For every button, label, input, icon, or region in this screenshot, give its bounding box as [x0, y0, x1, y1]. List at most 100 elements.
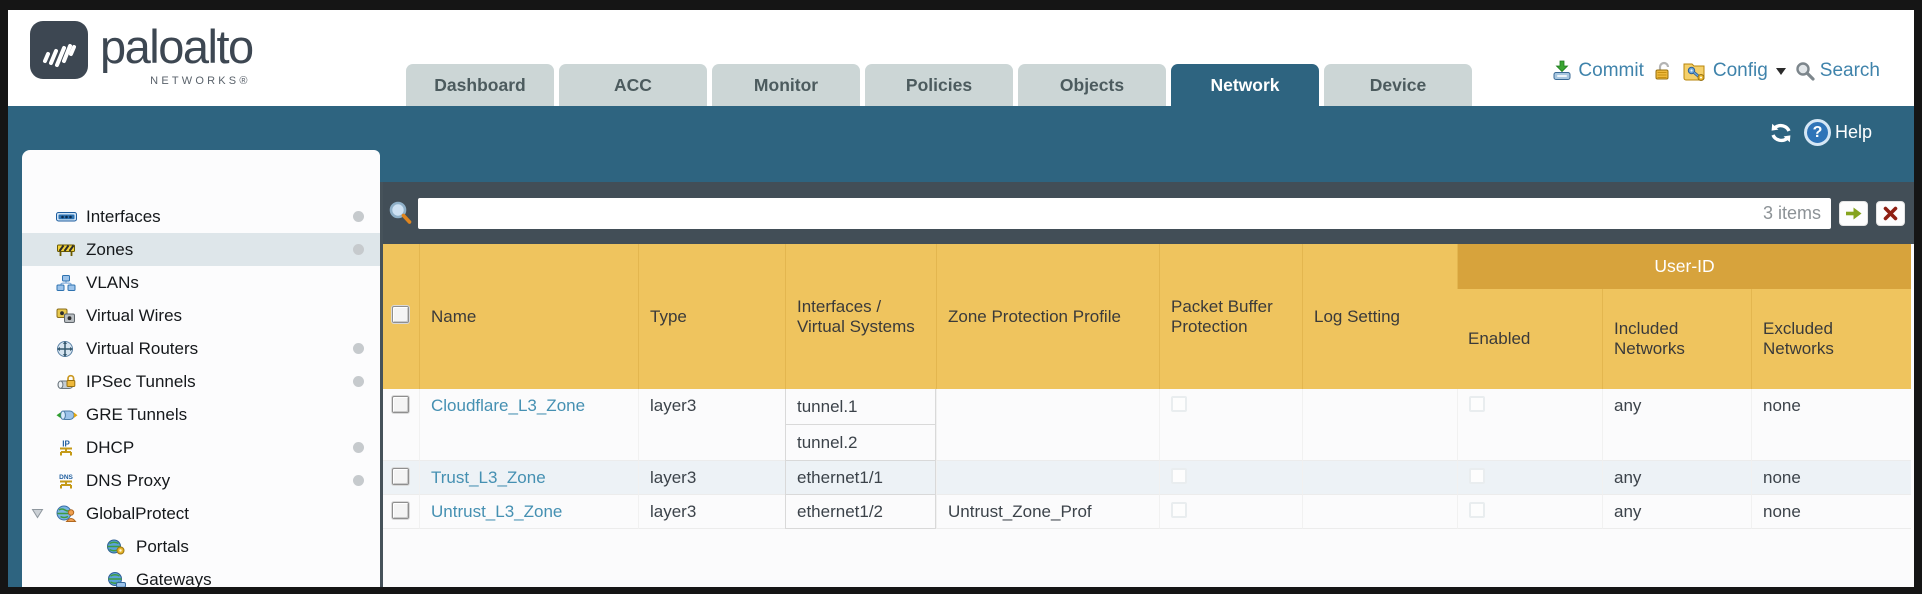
sidebar-item-virtual-wires[interactable]: Virtual Wires [22, 299, 380, 332]
interface-value: ethernet1/2 [786, 495, 935, 529]
tab-dashboard[interactable]: Dashboard [406, 64, 554, 106]
virtual-wires-icon [56, 308, 83, 324]
config-label: Config [1712, 60, 1768, 81]
select-all-cell[interactable] [383, 244, 419, 389]
help-button[interactable]: ? Help [1803, 119, 1872, 146]
column-header-packet-buffer-protection[interactable]: Packet Buffer Protection [1159, 244, 1302, 389]
expander-icon[interactable] [31, 508, 44, 519]
interface-value: tunnel.2 [786, 425, 935, 461]
select-all-checkbox[interactable] [392, 305, 409, 323]
search-label: Search [1819, 60, 1880, 81]
commit-button[interactable]: Commit [1551, 60, 1644, 82]
sidebar-item-gateways[interactable]: Gateways [22, 563, 380, 587]
sidebar-item-label: Virtual Wires [86, 305, 183, 325]
column-header-interfaces[interactable]: Interfaces / Virtual Systems [785, 244, 936, 389]
column-header-type[interactable]: Type [638, 244, 785, 389]
lock-icon[interactable] [1653, 60, 1673, 82]
tab-monitor[interactable]: Monitor [712, 64, 860, 106]
vlans-icon [56, 274, 83, 291]
svg-text:IP: IP [62, 439, 70, 448]
cell-interfaces: ethernet1/2 [785, 495, 936, 529]
search-button[interactable]: Search [1795, 60, 1880, 82]
cell-enabled [1457, 495, 1602, 529]
cell-checkbox [383, 461, 419, 495]
column-header-log-setting[interactable]: Log Setting [1302, 244, 1457, 389]
tab-policies[interactable]: Policies [865, 64, 1013, 106]
refresh-icon[interactable] [1768, 121, 1794, 145]
zone-name-link[interactable]: Trust_L3_Zone [431, 468, 546, 487]
paloalto-logo: paloalto NETWORKS® [30, 21, 254, 87]
column-header-zone-protection-profile[interactable]: Zone Protection Profile [936, 244, 1159, 389]
status-dot [353, 211, 364, 222]
globalprotect-icon [56, 505, 83, 522]
sidebar-item-vlans[interactable]: VLANs [22, 266, 380, 299]
filter-input[interactable] [418, 197, 1831, 229]
brand-networks: NETWORKS® [150, 75, 251, 87]
ipsec-tunnels-icon [56, 374, 83, 390]
zone-name-link[interactable]: Untrust_L3_Zone [431, 502, 563, 521]
sidebar-item-ipsec-tunnels[interactable]: IPSec Tunnels [22, 365, 380, 398]
cell-included-networks: any [1602, 461, 1751, 495]
sidebar-item-interfaces[interactable]: Interfaces [22, 200, 380, 233]
search-icon [1795, 61, 1815, 81]
clear-filter-button[interactable] [1876, 200, 1905, 226]
cell-zone-protection-profile: Untrust_Zone_Prof [936, 495, 1159, 529]
network-sidebar: Interfaces Zones VLANs [22, 150, 380, 587]
gre-tunnels-icon [56, 407, 83, 423]
sidebar-item-label: IPSec Tunnels [86, 371, 196, 391]
tab-device[interactable]: Device [1324, 64, 1472, 106]
zone-name-link[interactable]: Cloudflare_L3_Zone [431, 396, 586, 415]
packet-buffer-checkbox[interactable] [1171, 396, 1187, 412]
table-row: Trust_L3_Zone layer3 ethernet1/1 any non… [383, 461, 1912, 495]
cell-checkbox [383, 389, 419, 461]
sidebar-item-label: DNS Proxy [86, 470, 171, 490]
column-header-enabled[interactable]: Enabled [1457, 289, 1602, 389]
cell-excluded-networks: none [1751, 461, 1912, 495]
sidebar-item-globalprotect[interactable]: GlobalProtect [22, 497, 380, 530]
tab-objects[interactable]: Objects [1018, 64, 1166, 106]
gateways-icon [106, 571, 133, 587]
virtual-routers-icon [56, 340, 83, 358]
table-row: Cloudflare_L3_Zone layer3 tunnel.1 tunne… [383, 389, 1912, 461]
status-dot [353, 376, 364, 387]
packet-buffer-checkbox[interactable] [1171, 502, 1187, 518]
sidebar-item-portals[interactable]: Portals [22, 530, 380, 563]
config-menu[interactable]: Config [1682, 60, 1786, 82]
sidebar-item-gre-tunnels[interactable]: GRE Tunnels [22, 398, 380, 431]
interface-value: ethernet1/1 [786, 461, 935, 495]
zones-table: Name Type Interfaces / Virtual Systems Z… [383, 244, 1912, 529]
tab-acc[interactable]: ACC [559, 64, 707, 106]
top-bar: paloalto NETWORKS® Dashboard ACC Monitor… [8, 10, 1914, 106]
sidebar-item-virtual-routers[interactable]: Virtual Routers [22, 332, 380, 365]
enabled-checkbox[interactable] [1469, 502, 1485, 518]
cell-included-networks: any [1602, 495, 1751, 529]
sidebar-item-label: VLANs [86, 272, 139, 292]
packet-buffer-checkbox[interactable] [1171, 468, 1187, 484]
filter-search-icon [388, 200, 413, 226]
sidebar-item-dns-proxy[interactable]: DNS DNS Proxy [22, 464, 380, 497]
sidebar-item-label: GRE Tunnels [86, 404, 188, 424]
cell-type: layer3 [638, 461, 785, 495]
sidebar-item-zones[interactable]: Zones [22, 233, 380, 266]
apply-filter-button[interactable] [1839, 200, 1868, 226]
red-x-icon [1883, 206, 1898, 221]
cell-interfaces: tunnel.1 tunnel.2 [785, 389, 936, 461]
cell-included-networks: any [1602, 389, 1751, 461]
cell-packet-buffer-protection [1159, 461, 1302, 495]
column-header-name[interactable]: Name [419, 244, 638, 389]
column-header-excluded-networks[interactable]: Excluded Networks [1751, 289, 1912, 389]
sidebar-item-dhcp[interactable]: IP DHCP [22, 431, 380, 464]
row-checkbox[interactable] [392, 502, 409, 519]
help-icon: ? [1803, 119, 1831, 146]
cell-enabled [1457, 461, 1602, 495]
column-header-included-networks[interactable]: Included Networks [1602, 289, 1751, 389]
user-id-group-header: User-ID [1457, 244, 1912, 289]
sidebar-item-label: DHCP [86, 437, 135, 457]
tab-network[interactable]: Network [1171, 64, 1319, 106]
row-checkbox[interactable] [392, 396, 409, 413]
enabled-checkbox[interactable] [1469, 468, 1485, 484]
status-dot [353, 442, 364, 453]
row-checkbox[interactable] [392, 468, 409, 485]
enabled-checkbox[interactable] [1469, 396, 1485, 412]
